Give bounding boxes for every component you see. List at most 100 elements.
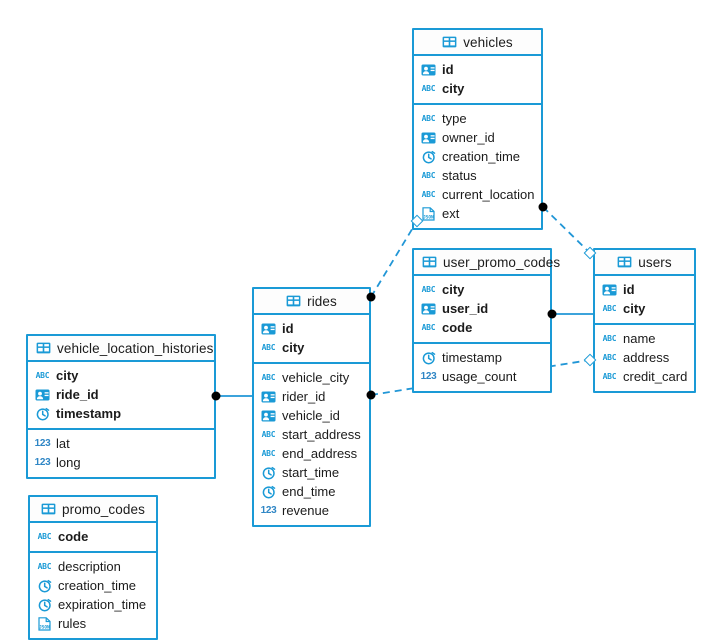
field-row[interactable]: id xyxy=(595,280,694,299)
abc-icon: ABC xyxy=(35,370,50,380)
field-name: usage_count xyxy=(442,369,517,384)
entity-title: vehicle_location_histories xyxy=(57,340,214,356)
key-id-icon xyxy=(421,63,436,77)
field-name: address xyxy=(623,350,670,365)
clock-icon xyxy=(37,598,52,612)
field-row[interactable]: timestamp xyxy=(414,348,550,367)
field-name: id xyxy=(442,62,454,77)
abc-icon: ABC xyxy=(421,284,436,294)
field-row[interactable]: expiration_time xyxy=(30,595,156,614)
field-name: credit_card xyxy=(623,369,688,384)
field-row[interactable]: rider_id xyxy=(254,387,369,406)
field-name: user_id xyxy=(442,301,489,316)
abc-icon: ABC xyxy=(602,371,617,381)
field-row[interactable]: start_time xyxy=(254,463,369,482)
field-name: rider_id xyxy=(282,389,326,404)
field-row[interactable]: end_time xyxy=(254,482,369,501)
relationship-vehicles-to-users[interactable] xyxy=(542,206,591,254)
table-grid-icon xyxy=(442,35,457,49)
entity-header-rides[interactable]: rides xyxy=(254,289,369,315)
entity-header-vehicle_location_histories[interactable]: vehicle_location_histories xyxy=(28,336,214,362)
field-row[interactable]: ride_id xyxy=(28,385,214,404)
entity-header-users[interactable]: users xyxy=(595,250,694,276)
relationship-rides-to-vehicles[interactable] xyxy=(370,220,418,298)
field-name: vehicle_city xyxy=(282,370,350,385)
entity-header-user_promo_codes[interactable]: user_promo_codes xyxy=(414,250,560,276)
key-id-icon xyxy=(261,409,276,423)
field-name: owner_id xyxy=(442,130,495,145)
abc-icon: ABC xyxy=(261,429,276,439)
field-row[interactable]: ABC credit_card xyxy=(595,367,694,386)
key-id-icon xyxy=(421,302,436,316)
field-row[interactable]: vehicle_id xyxy=(254,406,369,425)
svg-text:JSON: JSON xyxy=(423,214,434,220)
abc-icon: ABC xyxy=(261,448,276,458)
field-row[interactable]: ABC vehicle_city xyxy=(254,368,369,387)
cardinality-many-marker xyxy=(547,309,557,319)
key-id-icon xyxy=(35,388,50,402)
field-name: name xyxy=(623,331,656,346)
entity-header-vehicles[interactable]: vehicles xyxy=(414,30,541,56)
field-row[interactable]: id xyxy=(254,319,369,338)
clock-icon xyxy=(261,466,276,480)
field-row[interactable]: ABC city xyxy=(414,280,550,299)
abc-icon: ABC xyxy=(421,189,436,199)
field-row[interactable]: timestamp xyxy=(28,404,214,423)
key-id-icon xyxy=(602,283,617,297)
json-icon: JSON xyxy=(421,206,436,221)
field-name: status xyxy=(442,168,477,183)
svg-text:JSON: JSON xyxy=(39,624,50,630)
json-icon: JSON xyxy=(37,616,52,631)
field-name: description xyxy=(58,559,121,574)
field-row[interactable]: owner_id xyxy=(414,128,541,147)
entity-header-promo_codes[interactable]: promo_codes xyxy=(30,497,156,523)
table-grid-icon xyxy=(286,294,301,308)
field-name: type xyxy=(442,111,467,126)
field-row[interactable]: id xyxy=(414,60,541,79)
table-grid-icon xyxy=(617,255,632,269)
key-id-icon xyxy=(421,131,436,145)
field-name: expiration_time xyxy=(58,597,147,612)
entity-title: user_promo_codes xyxy=(443,254,561,270)
field-row[interactable]: user_id xyxy=(414,299,550,318)
abc-icon: ABC xyxy=(261,372,276,382)
field-name: long xyxy=(56,455,81,470)
field-row[interactable]: creation_time xyxy=(30,576,156,595)
cardinality-many-marker xyxy=(211,391,221,401)
entity-title: users xyxy=(638,254,672,270)
field-name: city xyxy=(442,282,465,297)
entity-title: rides xyxy=(307,293,337,309)
field-row[interactable]: creation_time xyxy=(414,147,541,166)
